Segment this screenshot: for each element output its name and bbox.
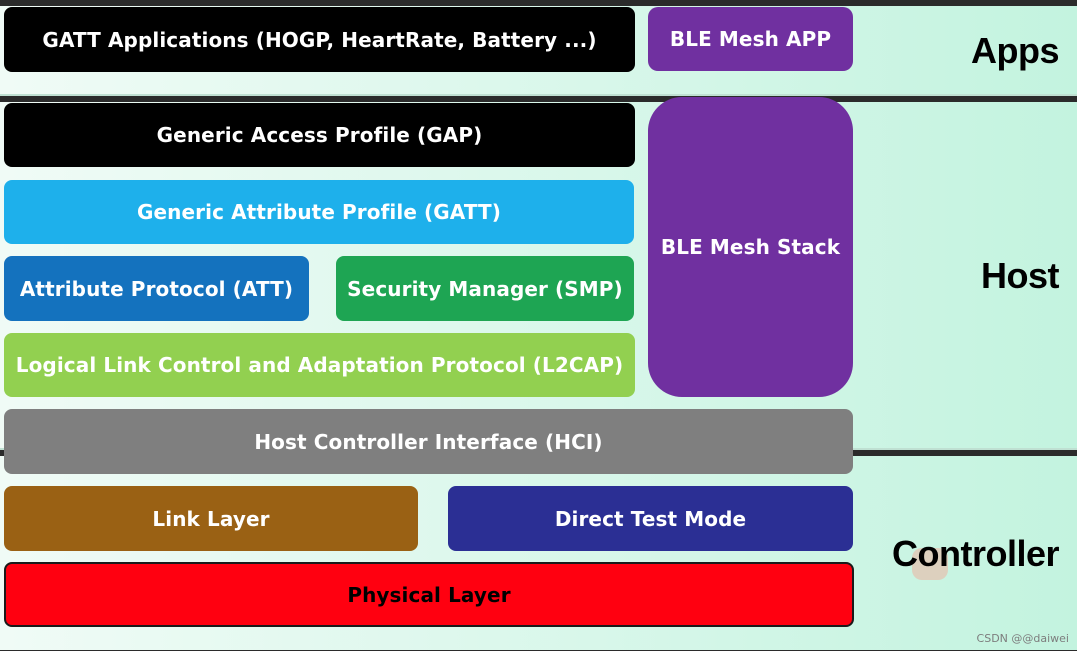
decorative-mark bbox=[912, 548, 948, 580]
link-layer-block: Link Layer bbox=[4, 486, 418, 551]
att-block: Attribute Protocol (ATT) bbox=[4, 256, 309, 321]
ble-mesh-stack-block: BLE Mesh Stack bbox=[648, 97, 853, 397]
smp-block: Security Manager (SMP) bbox=[336, 256, 634, 321]
l2cap-block: Logical Link Control and Adaptation Prot… bbox=[4, 333, 635, 397]
gatt-applications-block: GATT Applications (HOGP, HeartRate, Batt… bbox=[4, 7, 635, 72]
physical-layer-block: Physical Layer bbox=[4, 562, 854, 627]
hci-block: Host Controller Interface (HCI) bbox=[4, 409, 853, 474]
gatt-block: Generic Attribute Profile (GATT) bbox=[4, 180, 634, 244]
direct-test-mode-block: Direct Test Mode bbox=[448, 486, 853, 551]
band-divider bbox=[0, 94, 1077, 96]
controller-layer-label: Controller bbox=[891, 533, 1060, 574]
gap-block: Generic Access Profile (GAP) bbox=[4, 103, 635, 167]
host-layer-label: Host bbox=[981, 255, 1060, 296]
watermark: CSDN @@daiwei bbox=[976, 632, 1069, 645]
apps-layer-label: Apps bbox=[971, 30, 1060, 71]
ble-mesh-app-block: BLE Mesh APP bbox=[648, 7, 853, 71]
